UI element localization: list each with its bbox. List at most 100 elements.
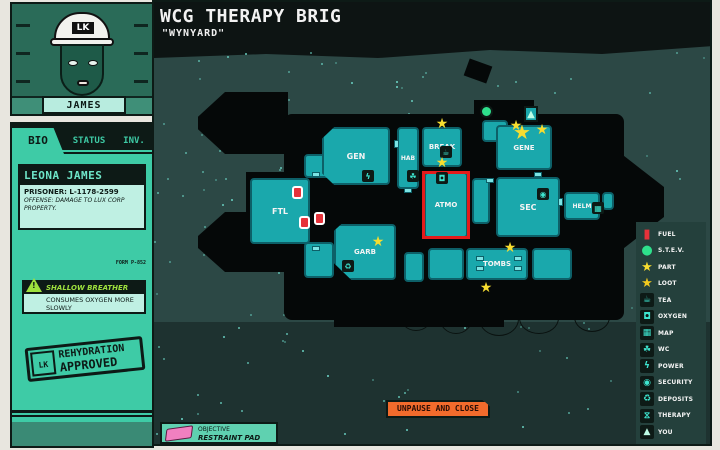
power-icon: ϟ xyxy=(362,170,374,182)
therapy-icon: ⧖ xyxy=(640,408,654,423)
legend-label: OXYGEN xyxy=(658,313,688,320)
unpause-and-close-button[interactable]: UNPAUSE AND CLOSE xyxy=(386,400,490,418)
warning-icon xyxy=(26,278,42,292)
tab-status[interactable]: STATUS xyxy=(62,130,116,152)
legend-label: MAP xyxy=(658,329,674,337)
loot-marker: ★ xyxy=(509,118,523,134)
legend-label: TEA xyxy=(658,296,672,304)
power-icon: ϟ xyxy=(640,359,654,373)
prisoner-id: PRISONER: L-1178-2599 xyxy=(24,188,119,196)
corridor-tombs-east xyxy=(532,248,572,280)
ship-map-panel: WCG THERAPY BRIG "WYNYARD" FTL GEN HAB B… xyxy=(152,0,712,446)
map-legend: ▮ FUEL ● S.T.E.V. ★ PART ★ LOOT ☕ TEA ◘ OXYGEN ▦ MAP ☘… xyxy=(636,222,706,444)
offense-text: OFFENSE: DAMAGE TO LUX CORP PROPERTY. xyxy=(24,197,125,212)
objective-label: OBJECTIVE xyxy=(198,426,230,433)
objective-panel: OBJECTIVE RESTRAINT PAD xyxy=(160,422,278,444)
map-icon: ▦ xyxy=(592,202,604,214)
you-icon: ▲ xyxy=(640,425,654,439)
legend-label: LOOT xyxy=(658,280,677,287)
legend-item-stev: ● S.T.E.V. xyxy=(640,243,684,259)
legend-item-part: ★ PART xyxy=(640,259,676,275)
corridor-garb-east xyxy=(404,252,424,282)
legend-label: WC xyxy=(658,346,670,353)
character-tabs: BIO STATUS INV. xyxy=(12,124,152,154)
character-portrait: LK JAMES xyxy=(10,2,154,116)
legend-label: PART xyxy=(658,263,676,271)
loot-marker: ★ xyxy=(535,122,549,138)
deposits-icon: ♻ xyxy=(640,392,654,406)
fuel-marker xyxy=(299,216,310,229)
cap-logo: LK xyxy=(72,22,94,34)
legend-label: DEPOSITS xyxy=(658,395,694,403)
part-marker: ★ xyxy=(435,155,449,171)
trait-name: SHALLOW BREATHER xyxy=(46,284,129,292)
stamp-logo-icon: LK xyxy=(30,350,57,377)
legend-item-deposits: ♻ DEPOSITS xyxy=(640,391,693,407)
security-icon: ◉ xyxy=(537,188,549,200)
corridor-tombs-west xyxy=(428,248,464,280)
fuel-marker xyxy=(314,212,325,225)
fuel-icon: ▮ xyxy=(643,226,651,242)
stev-marker xyxy=(480,105,493,118)
legend-label: S.T.E.V. xyxy=(658,247,685,254)
tea-icon: ☕ xyxy=(440,146,452,158)
loot-marker: ★ xyxy=(479,280,493,296)
bio-card: LEONA JAMES PRISONER: L-1178-2599 OFFENS… xyxy=(18,164,146,230)
legend-item-therapy: ⧖ THERAPY xyxy=(640,408,691,424)
oxygen-icon: ◘ xyxy=(436,172,448,184)
legend-item-map: ▦ MAP xyxy=(640,325,674,341)
wc-icon: ☘ xyxy=(407,170,419,182)
part-marker: ★ xyxy=(435,116,449,132)
legend-item-tea: ☕ TEA xyxy=(640,292,671,308)
character-nameplate: JAMES xyxy=(42,96,126,114)
corridor-atmo-east xyxy=(472,178,490,224)
tea-icon: ☕ xyxy=(640,293,654,307)
part-marker: ★ xyxy=(503,240,517,256)
room-gen[interactable]: GEN xyxy=(322,127,390,185)
restraint-pad-icon xyxy=(164,425,194,442)
objective-value: RESTRAINT PAD xyxy=(198,434,261,442)
legend-label: THERAPY xyxy=(658,412,691,419)
ship-title: WCG THERAPY BRIG xyxy=(160,6,342,27)
legend-label: SECURITY xyxy=(658,379,693,386)
legend-item-loot: ★ LOOT xyxy=(640,276,677,292)
character-panel: LK JAMES BIO STATUS INV. LEONA JAMES PRI… xyxy=(10,0,154,448)
trait-card: SHALLOW BREATHER CONSUMES OXYGEN MORE SL… xyxy=(22,278,146,314)
map-icon: ▦ xyxy=(640,326,654,340)
room-garb[interactable]: GARB xyxy=(334,224,396,280)
room-helm[interactable]: HELM xyxy=(564,192,600,220)
legend-item-wc: ☘ WC xyxy=(640,342,669,358)
legend-item-power: ϟ POWER xyxy=(640,358,684,374)
loot-icon: ★ xyxy=(641,276,653,291)
legend-label: POWER xyxy=(658,362,684,370)
legend-item-oxygen: ◘ OXYGEN xyxy=(640,309,687,325)
ship-subtitle: "WYNYARD" xyxy=(162,28,226,39)
trait-description: CONSUMES OXYGEN MORE SLOWLY xyxy=(46,296,134,312)
character-info-panel: BIO STATUS INV. LEONA JAMES PRISONER: L-… xyxy=(10,122,154,448)
deposits-icon: ♻ xyxy=(342,260,354,272)
legend-item-you: ▲ YOU xyxy=(640,424,673,440)
loot-marker: ★ xyxy=(371,234,385,250)
room-gene[interactable]: GENE xyxy=(496,125,552,170)
legend-label: FUEL xyxy=(658,230,676,238)
legend-item-fuel: ▮ FUEL xyxy=(640,226,676,242)
character-full-name: LEONA JAMES xyxy=(20,166,144,185)
wc-icon: ☘ xyxy=(640,342,654,357)
stev-icon: ● xyxy=(641,243,653,258)
character-face: LK xyxy=(50,12,114,102)
tab-bio[interactable]: BIO xyxy=(12,128,64,154)
tab-inventory[interactable]: INV. xyxy=(116,130,152,152)
legend-label: YOU xyxy=(658,428,673,436)
you-marker[interactable]: ▲ xyxy=(524,106,538,122)
room-sec[interactable]: SEC xyxy=(496,177,560,237)
part-icon: ★ xyxy=(641,259,653,275)
corridor-helm-east xyxy=(602,192,614,210)
security-icon: ◉ xyxy=(640,375,654,390)
part-marker-large: ★ xyxy=(513,120,531,144)
fuel-marker xyxy=(292,186,303,199)
room-tombs[interactable]: TOMBS xyxy=(466,248,528,280)
legend-item-security: ◉ SECURITY xyxy=(640,375,693,391)
form-code: FORM P-852 xyxy=(115,260,146,266)
oxygen-icon: ◘ xyxy=(640,309,654,324)
